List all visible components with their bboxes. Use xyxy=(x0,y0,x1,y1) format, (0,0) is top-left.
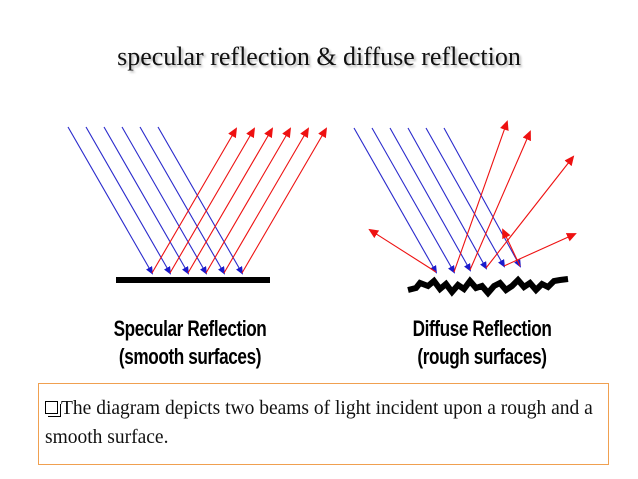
specular-reflected-rays xyxy=(151,127,328,274)
reflected-ray xyxy=(502,228,521,267)
smooth-surface xyxy=(116,277,270,283)
incident-ray xyxy=(121,126,207,275)
diffuse-diagram xyxy=(353,120,577,298)
rough-surface xyxy=(407,275,569,298)
diffuse-incident-rays xyxy=(353,127,521,274)
specular-incident-rays xyxy=(67,126,243,275)
specular-caption-title: Specular Reflection xyxy=(113,316,267,341)
incident-ray xyxy=(389,127,471,272)
incident-ray xyxy=(425,127,505,268)
reflected-ray xyxy=(151,127,238,274)
diffuse-reflected-rays xyxy=(368,120,577,273)
incident-ray xyxy=(103,126,189,275)
incident-ray xyxy=(407,127,487,270)
incident-ray xyxy=(67,126,153,275)
specular-diagram xyxy=(67,126,328,283)
incident-ray xyxy=(371,127,455,274)
reflected-ray xyxy=(503,233,577,267)
incident-ray xyxy=(139,126,225,275)
diffuse-caption-title: Diffuse Reflection xyxy=(412,316,552,341)
incident-ray xyxy=(157,126,243,275)
reflected-ray xyxy=(368,228,437,273)
reflected-ray xyxy=(485,155,575,269)
specular-caption: Specular Reflection (smooth surfaces) xyxy=(89,315,292,371)
reflected-ray xyxy=(223,127,310,274)
diffuse-caption: Diffuse Reflection (rough surfaces) xyxy=(381,315,584,371)
reflected-ray xyxy=(241,127,328,274)
incident-ray xyxy=(353,127,437,274)
reflected-ray xyxy=(187,127,274,274)
reflected-ray xyxy=(469,130,531,271)
square-bullet-icon xyxy=(45,401,61,417)
slide-title: specular reflection & diffuse reflection xyxy=(117,42,521,71)
specular-caption-subtitle: (smooth surfaces) xyxy=(118,344,262,369)
reflected-ray xyxy=(169,127,256,274)
reflected-ray xyxy=(453,120,509,273)
reflected-ray xyxy=(205,127,292,274)
diffuse-caption-subtitle: (rough surfaces) xyxy=(417,344,547,369)
description-box: The diagram depicts two beams of light i… xyxy=(38,383,609,465)
incident-ray xyxy=(443,127,521,268)
description-text: The diagram depicts two beams of light i… xyxy=(45,398,593,448)
incident-ray xyxy=(85,126,171,275)
